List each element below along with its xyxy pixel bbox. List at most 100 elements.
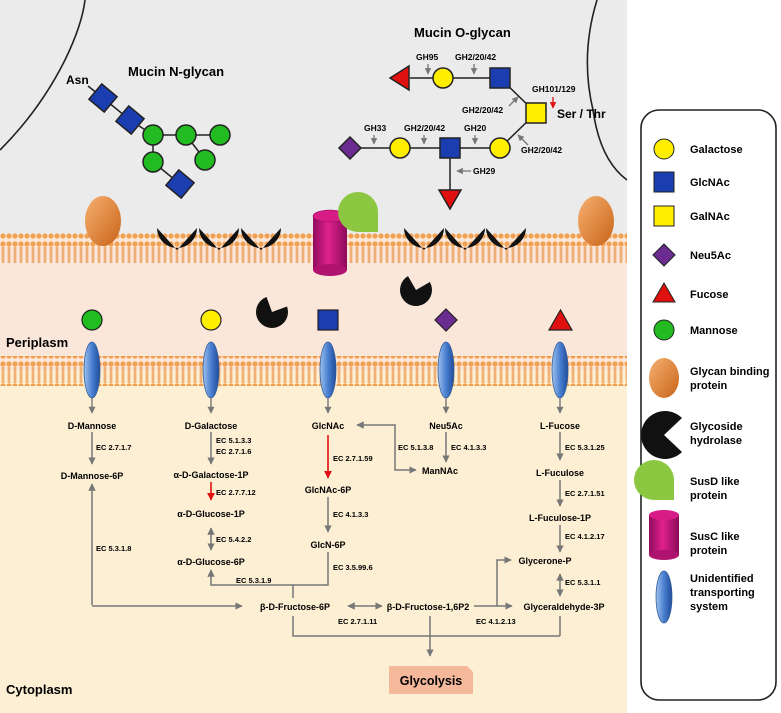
svg-text:GH20: GH20 <box>464 123 486 133</box>
glcnac-square-icon <box>114 104 146 136</box>
svg-text:GH2/20/42: GH2/20/42 <box>521 145 562 155</box>
neu5ac-diamond-icon <box>337 135 363 161</box>
svg-text:GH101/129: GH101/129 <box>532 84 576 94</box>
svg-text:Glycan binding: Glycan binding <box>690 366 769 378</box>
svg-text:EC 4.1.2.13: EC 4.1.2.13 <box>476 617 516 626</box>
glcnac-square-icon <box>489 67 511 89</box>
galactose-circle-icon <box>200 309 222 331</box>
svg-text:EC 2.7.1.7: EC 2.7.1.7 <box>96 443 131 452</box>
extracellular-region <box>0 0 627 234</box>
svg-text:α-D-Galactose-1P: α-D-Galactose-1P <box>173 470 248 480</box>
glycoside-hydrolase-periplasm <box>256 296 288 328</box>
transporter-mannose <box>83 341 101 399</box>
galactose-circle-icon <box>653 138 675 160</box>
transporter-galactose <box>202 341 220 399</box>
svg-text:GH2/20/42: GH2/20/42 <box>404 123 445 133</box>
pathway-arrows <box>88 421 564 657</box>
svg-text:ManNAc: ManNAc <box>422 466 458 476</box>
svg-text:EC 3.5.99.6: EC 3.5.99.6 <box>333 563 373 572</box>
svg-text:protein: protein <box>690 545 728 557</box>
svg-text:Glycerone-P: Glycerone-P <box>518 556 571 566</box>
ser-thr-label: Ser / Thr <box>557 107 606 121</box>
galactose-circle-icon <box>432 67 454 89</box>
glcnac-square-icon <box>439 137 461 159</box>
neu5ac-diamond-icon <box>652 243 676 267</box>
susd-like-protein-icon <box>634 460 675 500</box>
svg-text:EC 4.1.2.17: EC 4.1.2.17 <box>565 532 605 541</box>
svg-text:EC 5.3.1.8: EC 5.3.1.8 <box>96 544 131 553</box>
svg-text:SusC like: SusC like <box>690 531 740 543</box>
susc-like-protein-icon <box>649 510 679 560</box>
susd-like-protein <box>338 192 379 232</box>
legend: Galactose GlcNAc GalNAc Neu5Ac Fucose Ma… <box>634 109 777 701</box>
glycoside-hydrolase-periplasm <box>400 276 432 306</box>
svg-text:α-D-Glucose-1P: α-D-Glucose-1P <box>177 509 245 519</box>
cytoplasm-region <box>0 370 627 713</box>
mannose-circle-icon <box>175 124 197 146</box>
svg-text:GH29: GH29 <box>473 166 495 176</box>
glycan-binding-protein <box>85 196 121 246</box>
host-cell-outline-right <box>586 0 628 181</box>
mannose-circle-icon <box>653 319 675 341</box>
svg-text:transporting: transporting <box>690 587 755 599</box>
glcnac-square-icon <box>87 82 119 114</box>
mannose-circle-icon <box>142 151 164 173</box>
o-glycan-structure <box>337 64 547 211</box>
svg-text:D-Mannose: D-Mannose <box>68 421 117 431</box>
svg-text:Galactose: Galactose <box>690 144 743 156</box>
svg-text:GlcN-6P: GlcN-6P <box>310 540 345 550</box>
svg-text:Glycoside: Glycoside <box>690 421 743 433</box>
neu5ac-diamond-icon <box>434 308 458 332</box>
fucose-triangle-icon <box>652 282 676 303</box>
glcnac-square-icon <box>317 309 339 331</box>
svg-text:GlcNAc-6P: GlcNAc-6P <box>305 485 352 495</box>
svg-text:GH2/20/42: GH2/20/42 <box>455 52 496 62</box>
galnac-square-icon <box>525 102 547 124</box>
svg-text:EC 2.7.7.12: EC 2.7.7.12 <box>216 488 256 497</box>
svg-text:β-D-Fructose-6P: β-D-Fructose-6P <box>260 602 330 612</box>
svg-text:D-Mannose-6P: D-Mannose-6P <box>61 471 124 481</box>
svg-text:GlcNAc: GlcNAc <box>312 421 345 431</box>
svg-text:GH33: GH33 <box>364 123 386 133</box>
svg-text:EC 2.7.1.59: EC 2.7.1.59 <box>333 454 373 463</box>
svg-text:EC 5.3.1.9: EC 5.3.1.9 <box>236 576 271 585</box>
svg-text:EC 4.1.3.3: EC 4.1.3.3 <box>451 443 486 452</box>
svg-text:EC 5.4.2.2: EC 5.4.2.2 <box>216 535 251 544</box>
periplasm-label: Periplasm <box>6 335 68 350</box>
svg-text:EC 2.7.1.51: EC 2.7.1.51 <box>565 489 605 498</box>
susc-like-protein <box>312 209 348 276</box>
svg-text:D-Galactose: D-Galactose <box>185 421 238 431</box>
transporter-fucose <box>551 341 569 399</box>
glycan-binding-protein <box>578 196 614 246</box>
svg-text:GlcNAc: GlcNAc <box>690 177 730 189</box>
galnac-square-icon <box>653 205 675 227</box>
mannose-circle-icon <box>194 149 216 171</box>
svg-text:EC 5.1.3.8: EC 5.1.3.8 <box>398 443 433 452</box>
mannose-circle-icon <box>81 309 103 331</box>
svg-text:EC 5.3.1.25: EC 5.3.1.25 <box>565 443 605 452</box>
transport-arrows <box>88 398 564 414</box>
galactose-circle-icon <box>489 137 511 159</box>
metabolite-labels: D-Mannose D-Mannose-6P D-Galactose α-D-G… <box>61 421 605 612</box>
svg-text:EC 5.1.3.3: EC 5.1.3.3 <box>216 436 251 445</box>
transporter-neu5ac <box>437 341 455 399</box>
svg-text:hydrolase: hydrolase <box>690 435 742 447</box>
svg-text:EC 5.3.1.1: EC 5.3.1.1 <box>565 578 600 587</box>
svg-text:SusD like: SusD like <box>690 476 740 488</box>
svg-text:Neu5Ac: Neu5Ac <box>690 250 731 262</box>
fucose-triangle-icon <box>437 189 463 211</box>
svg-text:EC 2.7.1.6: EC 2.7.1.6 <box>216 447 251 456</box>
glycoside-hydrolase-outer <box>157 228 526 250</box>
svg-text:Glycolysis: Glycolysis <box>400 674 463 688</box>
o-glycan-title: Mucin O-glycan <box>414 25 511 40</box>
svg-text:protein: protein <box>690 380 728 392</box>
glycan-binding-protein-icon <box>649 358 679 398</box>
svg-text:protein: protein <box>690 490 728 502</box>
glycoside-hydrolase-icon <box>641 410 682 459</box>
mannose-circle-icon <box>209 124 231 146</box>
transporter-icon <box>655 570 673 624</box>
svg-text:Unidentified: Unidentified <box>690 573 754 585</box>
cytoplasm-label: Cytoplasm <box>6 682 72 697</box>
glcnac-square-icon <box>653 171 675 193</box>
transporter-glcnac <box>319 341 337 399</box>
